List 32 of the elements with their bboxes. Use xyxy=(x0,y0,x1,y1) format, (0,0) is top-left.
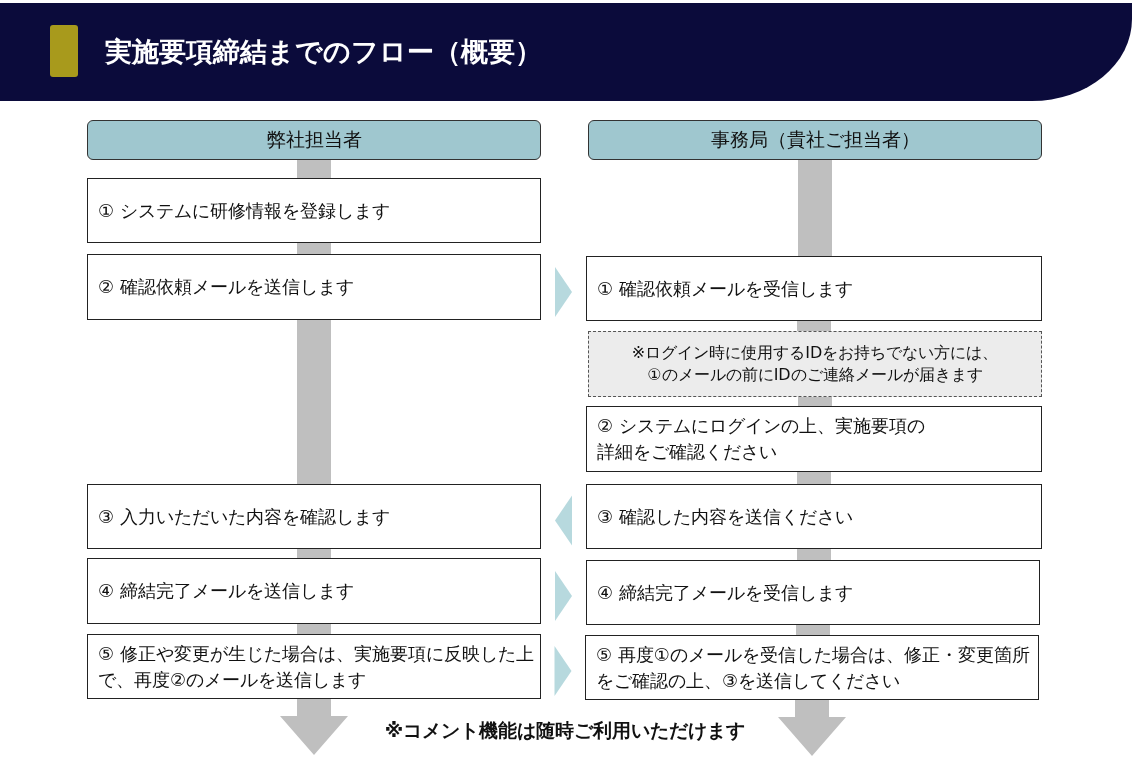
step-box: ④ 締結完了メールを送信します xyxy=(87,558,541,624)
flow-band xyxy=(798,397,832,406)
flow-band xyxy=(796,625,830,635)
footnote: ※コメント機能は随時ご利用いただけます xyxy=(383,718,747,743)
flow-band xyxy=(297,243,331,254)
down-arrow xyxy=(778,700,846,756)
chevron-arrow xyxy=(555,495,572,546)
flow-band xyxy=(798,160,832,256)
flow-band xyxy=(797,472,831,484)
flow-band xyxy=(297,160,331,178)
step-box: ① 確認依頼メールを受信します xyxy=(586,256,1042,321)
chevron-arrow xyxy=(554,646,572,696)
flow-band xyxy=(297,624,331,634)
step-box: ③ 入力いただいた内容を確認します xyxy=(87,484,541,549)
flow-band xyxy=(297,549,331,558)
step-box: ⑤ 修正や変更が生じた場合は、実施要項に反映した上で、再度②のメールを送信します xyxy=(87,634,541,699)
flow-band xyxy=(297,320,331,484)
lane-header: 事務局（貴社ご担当者） xyxy=(588,120,1042,160)
step-box: ① システムに研修情報を登録します xyxy=(87,178,541,243)
title: 実施要項締結までのフロー（概要） xyxy=(105,35,542,69)
down-arrow xyxy=(280,699,348,755)
chevron-arrow xyxy=(555,571,572,621)
flow-band xyxy=(797,549,831,560)
step-box: ② システムにログインの上、実施要項の詳細をご確認ください xyxy=(586,406,1042,472)
chevron-arrow xyxy=(555,267,572,317)
step-box: ② 確認依頼メールを送信します xyxy=(87,254,541,320)
step-box: ③ 確認した内容を送信ください xyxy=(586,484,1042,549)
step-box: ⑤ 再度①のメールを受信した場合は、修正・変更箇所をご確認の上、③を送信してください xyxy=(585,635,1039,700)
flow-band xyxy=(797,321,831,331)
lane-header: 弊社担当者 xyxy=(87,120,541,160)
note-box: ※ログイン時に使用するIDをお持ちでない方には、①のメールの前にIDのご連絡メールが届きます xyxy=(588,331,1042,397)
step-box: ④ 締結完了メールを受信します xyxy=(586,560,1040,625)
